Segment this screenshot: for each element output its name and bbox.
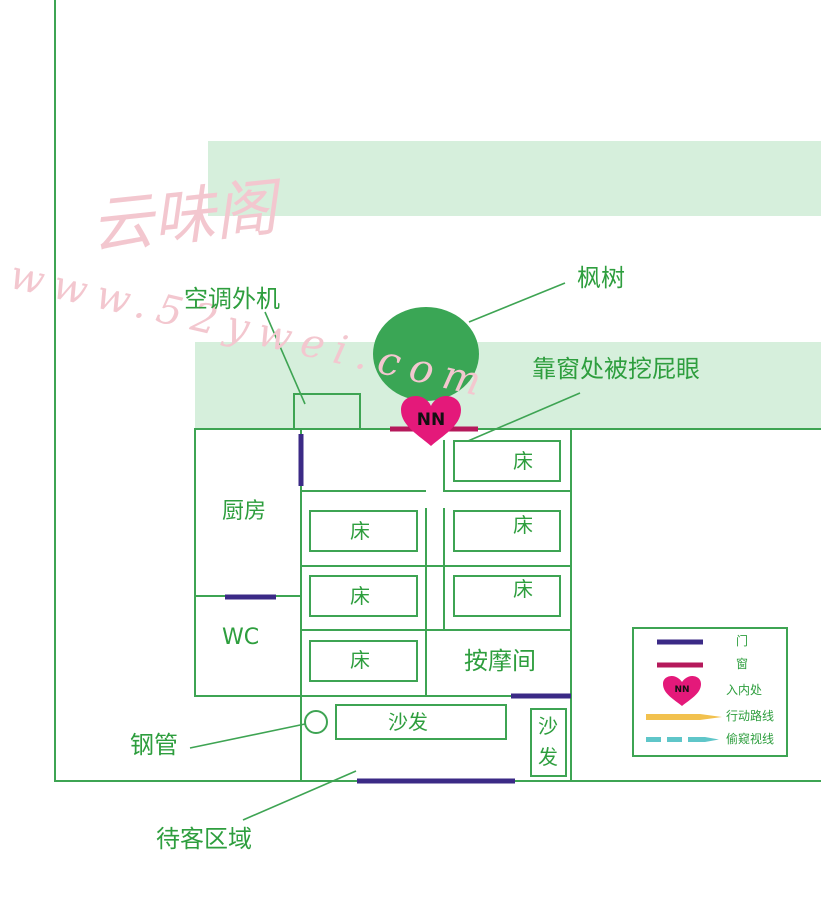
maple-tree <box>373 307 479 401</box>
label-wc: WC <box>222 625 260 650</box>
sofa-vertical-label-bottom: 发 <box>538 745 558 769</box>
label-kitchen: 厨房 <box>222 499 267 524</box>
label-waiting-area: 待客区域 <box>156 825 252 853</box>
watermark-chinese: 云味阁 <box>87 170 281 263</box>
label-maple: 枫树 <box>577 264 625 292</box>
heart-entry-mark <box>401 396 461 446</box>
sofa-vertical-label-top: 沙 <box>538 714 558 738</box>
kitchen-wc-block <box>194 428 302 697</box>
bed-5 <box>453 575 561 617</box>
legend-sightline-arrow <box>646 737 719 742</box>
legend-route-arrow <box>646 714 722 720</box>
green-band-middle <box>195 342 821 428</box>
partition-top-right <box>443 440 571 492</box>
label-massage-room: 按摩间 <box>464 647 536 675</box>
bed-6-label: 床 <box>350 648 370 672</box>
bed-1-label: 床 <box>513 449 533 473</box>
bed-3-label: 床 <box>513 513 533 537</box>
bed-1 <box>453 440 561 482</box>
sofa-horizontal-label: 沙发 <box>388 710 428 734</box>
legend-route-label: 行动路线 <box>726 709 775 723</box>
outer-boundary <box>54 0 821 782</box>
label-window-spot: 靠窗处被挖屁眼 <box>532 355 700 383</box>
label-steel-pipe: 钢管 <box>130 731 178 759</box>
legend-sightline-label: 偷窥视线 <box>726 732 775 746</box>
ac-unit-box <box>293 393 361 429</box>
sofa-vertical <box>530 708 567 777</box>
leader-window-spot <box>467 392 581 442</box>
heart-mark-text: NN <box>417 410 445 430</box>
legend-box <box>632 627 788 757</box>
green-band-top <box>208 141 821 216</box>
bed-2 <box>309 510 418 552</box>
leader-ac-unit <box>264 311 306 405</box>
label-ac-unit: 空调外机 <box>184 285 280 313</box>
legend-heart-text: NN <box>674 685 689 695</box>
legend-entry-label: 入内处 <box>726 683 763 697</box>
bed-5-label: 床 <box>513 577 533 601</box>
steel-pipe-circle <box>304 710 328 734</box>
bed-3 <box>453 510 561 552</box>
bed-6 <box>309 640 418 682</box>
bed-4-label: 床 <box>350 584 370 608</box>
legend-window-label: 窗 <box>736 657 749 671</box>
bed-2-label: 床 <box>350 519 370 543</box>
bed-4 <box>309 575 418 617</box>
leader-waiting-area <box>242 770 357 821</box>
leader-maple <box>468 282 566 323</box>
leader-steel-pipe <box>189 723 306 749</box>
legend-door-label: 门 <box>736 634 749 648</box>
sofa-horizontal <box>335 704 507 740</box>
legend-heart-icon <box>663 676 701 706</box>
